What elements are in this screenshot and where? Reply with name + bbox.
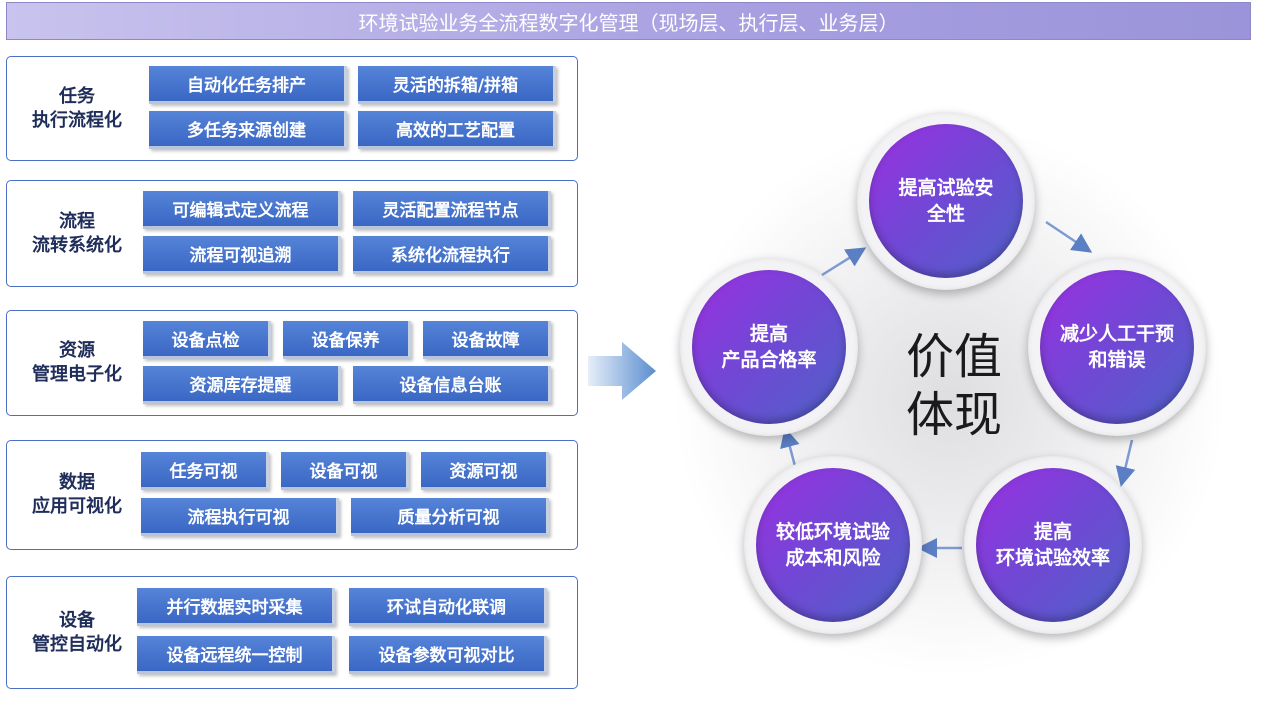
center-line2: 体现 xyxy=(905,387,1002,443)
value-circle-inner: 提高 产品合格率 xyxy=(692,270,846,424)
feature-button: 自动化任务排产 xyxy=(149,66,347,104)
value-circle-safety: 提高试验安 全性 xyxy=(857,112,1035,290)
group-label-line1: 资源 xyxy=(59,340,95,361)
feature-button: 设备可视 xyxy=(281,452,409,490)
value-circle-inner: 提高试验安 全性 xyxy=(869,124,1023,278)
group-resource: 资源 管理电子化 设备点检 设备保养 设备故障 资源库存提醒 设备信息台账 xyxy=(6,310,578,416)
value-line2: 环境试验效率 xyxy=(995,547,1110,569)
value-line2: 和错误 xyxy=(1088,349,1146,371)
right-arrow-icon xyxy=(588,342,656,400)
value-line1: 较低环境试验 xyxy=(775,521,890,543)
arrow-icon xyxy=(821,247,867,277)
group-label: 任务 执行流程化 xyxy=(7,57,147,160)
feature-button: 设备参数可视对比 xyxy=(349,636,547,674)
group-label-line1: 数据 xyxy=(59,472,95,493)
group-process: 流程 流转系统化 可编辑式定义流程 灵活配置流程节点 流程可视追溯 系统化流程执… xyxy=(6,180,578,287)
group-label: 数据 应用可视化 xyxy=(7,441,147,549)
group-label-line1: 任务 xyxy=(59,85,95,107)
value-line1: 提高 xyxy=(1033,521,1072,543)
group-label-line2: 管控自动化 xyxy=(32,633,122,655)
feature-button: 环试自动化联调 xyxy=(349,588,547,626)
value-circle-efficiency: 提高 环境试验效率 xyxy=(964,456,1142,634)
group-task: 任务 执行流程化 自动化任务排产 灵活的拆箱/拼箱 多任务来源创建 高效的工艺配… xyxy=(6,56,578,161)
group-label: 设备 管控自动化 xyxy=(7,577,147,688)
feature-button: 设备故障 xyxy=(423,321,551,359)
group-label-line2: 流转系统化 xyxy=(32,234,122,256)
value-circle-inner: 提高 环境试验效率 xyxy=(976,468,1130,622)
feature-button: 多任务来源创建 xyxy=(149,111,347,149)
center-line1: 价值 xyxy=(905,329,1002,385)
value-circle-pass-rate: 提高 产品合格率 xyxy=(680,258,858,436)
feature-button: 任务可视 xyxy=(141,452,269,490)
value-line1: 减少人工干预 xyxy=(1059,323,1174,345)
value-line2: 成本和风险 xyxy=(785,547,881,569)
group-label-line2: 执行流程化 xyxy=(32,109,122,131)
feature-button: 设备远程统一控制 xyxy=(137,636,335,674)
value-line2: 全性 xyxy=(926,203,965,225)
value-line1: 提高试验安 xyxy=(898,177,994,199)
feature-button: 流程执行可视 xyxy=(141,498,339,536)
feature-button: 灵活的拆箱/拼箱 xyxy=(358,66,556,104)
feature-button: 设备点检 xyxy=(143,321,271,359)
arrow-icon xyxy=(1045,220,1093,253)
value-line2: 产品合格率 xyxy=(721,349,817,371)
feature-button: 资源可视 xyxy=(421,452,549,490)
feature-button: 质量分析可视 xyxy=(351,498,549,536)
group-label-line1: 流程 xyxy=(59,210,95,232)
value-line1: 提高 xyxy=(749,323,788,345)
feature-button: 高效的工艺配置 xyxy=(358,111,556,149)
group-label: 流程 流转系统化 xyxy=(7,181,147,286)
value-circle-inner: 减少人工干预 和错误 xyxy=(1040,270,1194,424)
feature-button: 可编辑式定义流程 xyxy=(143,191,341,229)
group-label: 资源 管理电子化 xyxy=(7,311,147,415)
value-circle-cost-risk: 较低环境试验 成本和风险 xyxy=(744,456,922,634)
value-circle-reduce-error: 减少人工干预 和错误 xyxy=(1028,258,1206,436)
feature-button: 设备保养 xyxy=(283,321,411,359)
center-value-label: 价值 体现 xyxy=(898,328,1010,444)
feature-button: 设备信息台账 xyxy=(353,366,551,404)
page-title: 环境试验业务全流程数字化管理（现场层、执行层、业务层） xyxy=(6,2,1251,40)
group-data: 数据 应用可视化 任务可视 设备可视 资源可视 流程执行可视 质量分析可视 xyxy=(6,440,578,550)
feature-button: 并行数据实时采集 xyxy=(137,588,335,626)
feature-button: 系统化流程执行 xyxy=(353,236,551,274)
group-label-line2: 管理电子化 xyxy=(32,364,122,385)
feature-button: 流程可视追溯 xyxy=(143,236,341,274)
feature-button: 资源库存提醒 xyxy=(143,366,341,404)
group-label-line2: 应用可视化 xyxy=(32,496,122,517)
value-circle-inner: 较低环境试验 成本和风险 xyxy=(756,468,910,622)
arrow-icon xyxy=(1115,439,1136,487)
feature-button: 灵活配置流程节点 xyxy=(353,191,551,229)
group-equipment: 设备 管控自动化 并行数据实时采集 环试自动化联调 设备远程统一控制 设备参数可… xyxy=(6,576,578,689)
group-label-line1: 设备 xyxy=(59,609,95,631)
